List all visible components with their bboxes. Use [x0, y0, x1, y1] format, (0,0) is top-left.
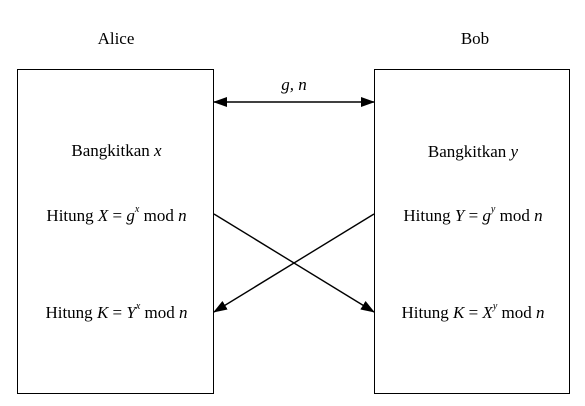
bob-compute-public: Hitung Y = gy mod n [403, 204, 543, 225]
bob-label: Bob [460, 29, 490, 48]
shared-params-label: g, n [281, 75, 307, 94]
arrow-alice-to-bob [213, 213, 375, 313]
bob-box: Bangkitkan y Hitung Y = gy mod n Hitung … [374, 69, 570, 394]
alice-compute-public: Hitung X = gx mod n [46, 204, 187, 225]
alice-label: Alice [97, 29, 135, 48]
alice-generate-text: Bangkitkan x [71, 141, 162, 160]
alice-compute-key: Hitung K = Yx mod n [45, 301, 188, 322]
arrow-bob-to-alice [213, 213, 375, 313]
bob-compute-key: Hitung K = Xy mod n [401, 301, 545, 322]
alice-box: Bangkitkan x Hitung X = gx mod n Hitung … [17, 69, 214, 394]
bob-generate-text: Bangkitkan y [427, 142, 519, 161]
